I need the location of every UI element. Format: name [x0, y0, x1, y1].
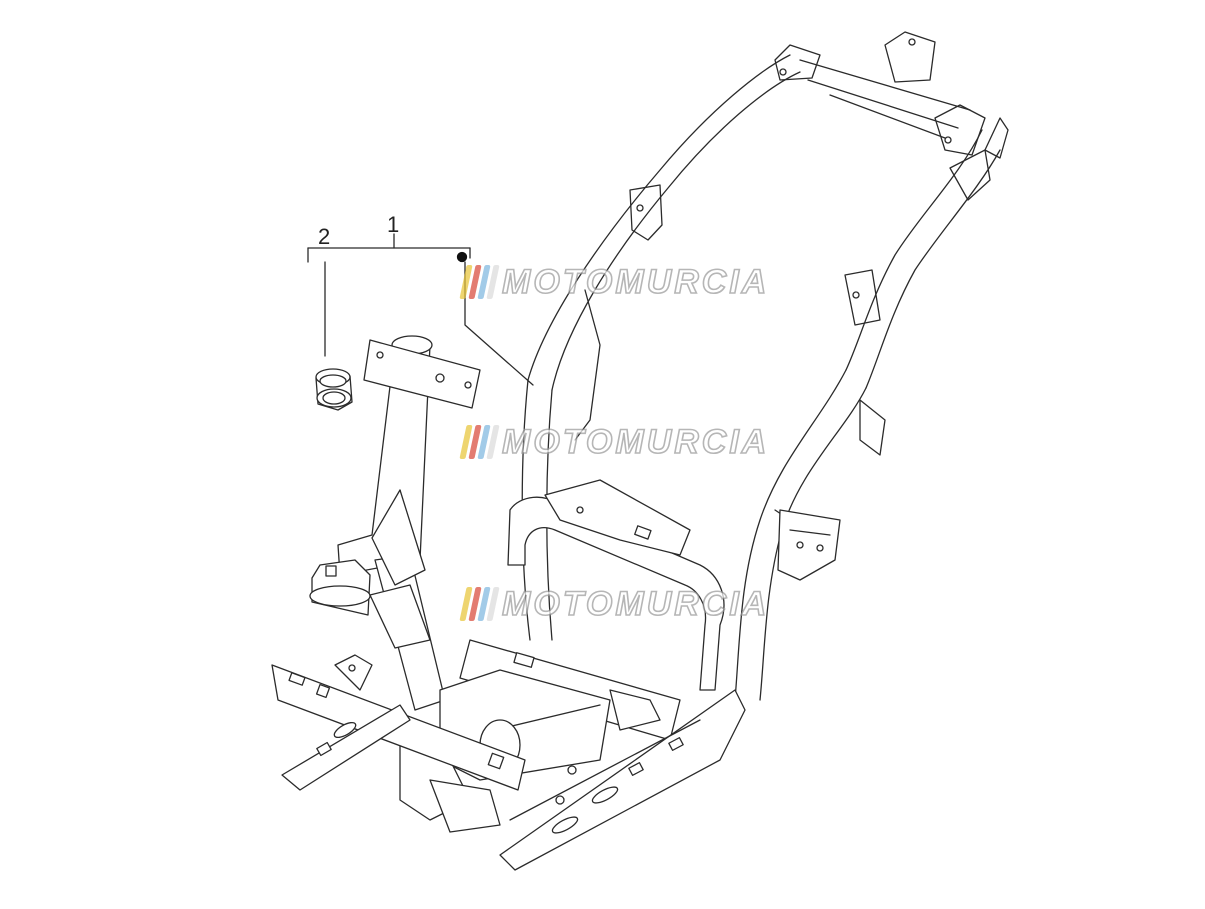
left-footrest-rail	[281, 704, 411, 791]
watermark-logo: MOTOMURCIA	[459, 262, 767, 301]
front-downtube	[369, 489, 446, 711]
watermark-logo: MOTOMURCIA	[459, 422, 767, 461]
callout-number-1: 1	[387, 212, 400, 237]
frame-rear-rails	[527, 31, 1009, 391]
right-footrest-rail	[499, 689, 746, 871]
watermark-stripes	[459, 425, 500, 459]
watermark-stripes	[459, 587, 500, 621]
callout-number-2: 2	[318, 224, 331, 249]
watermark-stripes	[459, 265, 500, 299]
frame-cross-loop	[507, 479, 725, 691]
bushing-part	[315, 368, 353, 411]
watermark-text: MOTOMURCIA	[501, 422, 770, 462]
watermark-text: MOTOMURCIA	[501, 584, 770, 624]
engine-mount-bracket	[609, 509, 841, 731]
watermark-text: MOTOMURCIA	[501, 262, 770, 302]
callout-dot	[456, 251, 468, 263]
watermark-logo: MOTOMURCIA	[459, 584, 767, 623]
